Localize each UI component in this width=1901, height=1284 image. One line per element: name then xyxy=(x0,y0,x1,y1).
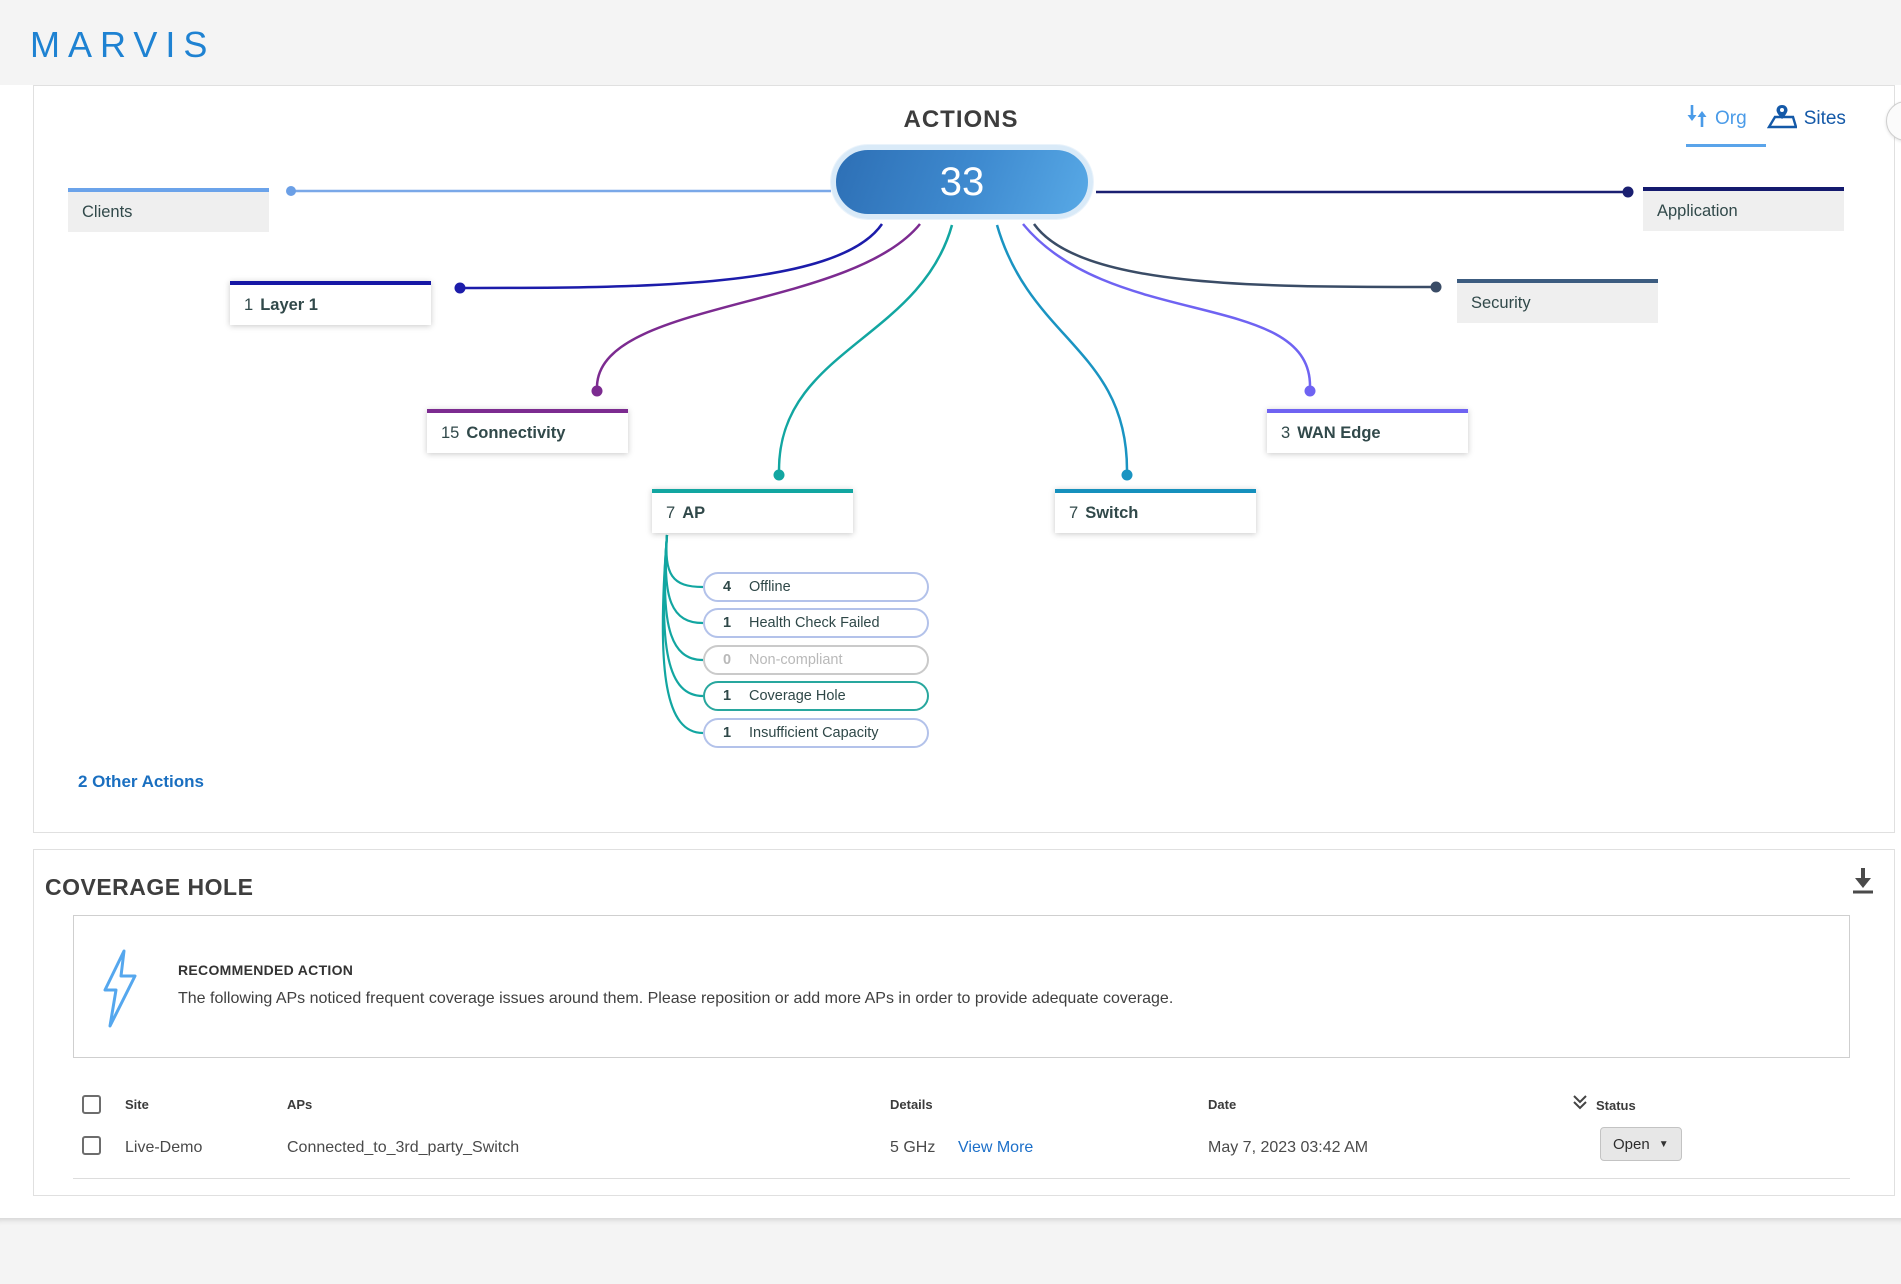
node-label: Application xyxy=(1657,201,1738,220)
sub-action-label: Insufficient Capacity xyxy=(749,725,879,741)
cell-site: Live-Demo xyxy=(125,1139,203,1156)
top-band xyxy=(0,0,1901,85)
sub-action-count: 1 xyxy=(722,725,732,741)
status-open-label: Open xyxy=(1613,1135,1650,1153)
column-header-status-group: Status xyxy=(1572,1094,1636,1116)
node-count: 7 xyxy=(666,503,676,522)
node-label: Security xyxy=(1471,293,1531,312)
actions-heading: ACTIONS xyxy=(903,106,1019,133)
sites-toggle-label: Sites xyxy=(1803,108,1846,129)
sites-map-icon xyxy=(1766,103,1798,135)
node-count: 15 xyxy=(441,423,460,442)
other-actions-link[interactable]: 2 Other Actions xyxy=(78,772,204,791)
bottom-band xyxy=(0,1218,1901,1284)
recommended-action-box xyxy=(73,915,1850,1058)
node-count: 7 xyxy=(1069,503,1079,522)
sub-action-coverage-hole[interactable]: 1 Coverage Hole xyxy=(703,681,929,711)
sub-action-count: 0 xyxy=(722,652,732,668)
sub-action-insufficient-capacity[interactable]: 1 Insufficient Capacity xyxy=(703,718,929,748)
actions-total-pill[interactable]: 33 xyxy=(831,145,1093,219)
sub-action-offline[interactable]: 4 Offline xyxy=(703,572,929,602)
actions-total-count: 33 xyxy=(939,159,985,204)
node-ap[interactable]: 7 AP xyxy=(652,489,853,533)
cell-date: May 7, 2023 03:42 AM xyxy=(1208,1139,1369,1156)
sub-action-health-check-failed[interactable]: 1 Health Check Failed xyxy=(703,608,929,638)
node-label: Layer 1 xyxy=(260,295,318,314)
dropdown-caret-icon: ▼ xyxy=(1658,1138,1669,1150)
node-label: Switch xyxy=(1085,503,1139,522)
node-label: AP xyxy=(682,503,706,522)
row-divider xyxy=(73,1178,1850,1179)
node-wan-edge[interactable]: 3 WAN Edge xyxy=(1267,409,1468,453)
recommended-action-heading: RECOMMENDED ACTION xyxy=(178,962,354,978)
sub-action-count: 1 xyxy=(722,688,732,704)
lightning-bolt-icon xyxy=(98,948,142,1035)
column-header-details: Details xyxy=(890,1097,933,1112)
recommended-action-description: The following APs noticed frequent cover… xyxy=(178,990,1174,1007)
org-toggle-button[interactable]: Org xyxy=(1686,103,1747,135)
sites-toggle-button[interactable]: Sites xyxy=(1766,103,1846,135)
sub-action-label: Offline xyxy=(749,579,791,595)
sub-action-label: Coverage Hole xyxy=(749,688,846,704)
cell-aps: Connected_to_3rd_party_Switch xyxy=(287,1139,520,1156)
column-header-site: Site xyxy=(125,1097,149,1112)
node-count: 1 xyxy=(244,295,254,314)
column-header-date: Date xyxy=(1208,1097,1237,1112)
node-security[interactable]: Security xyxy=(1457,279,1658,323)
view-toggle: Org Sites xyxy=(1686,103,1846,135)
cell-details: 5 GHz xyxy=(890,1139,936,1156)
org-active-underline xyxy=(1686,144,1766,147)
node-application[interactable]: Application xyxy=(1643,187,1844,231)
sub-action-label: Health Check Failed xyxy=(749,615,880,631)
node-connectivity[interactable]: 15 Connectivity xyxy=(427,409,628,453)
column-header-status: Status xyxy=(1596,1097,1636,1113)
node-label: WAN Edge xyxy=(1297,423,1381,442)
download-icon[interactable] xyxy=(1846,864,1880,898)
sub-action-label: Non-compliant xyxy=(749,652,843,668)
status-open-dropdown[interactable]: Open ▼ xyxy=(1600,1127,1682,1161)
sub-action-count: 1 xyxy=(722,615,732,631)
page-title: MARVIS xyxy=(30,24,216,65)
sub-action-count: 4 xyxy=(722,579,732,595)
node-count: 3 xyxy=(1281,423,1291,442)
org-toggle-label: Org xyxy=(1715,108,1747,129)
node-label: Connectivity xyxy=(466,423,566,442)
coverage-hole-title: COVERAGE HOLE xyxy=(45,874,254,900)
sub-action-non-compliant: 0 Non-compliant xyxy=(703,645,929,675)
view-more-link[interactable]: View More xyxy=(958,1139,1034,1156)
node-label: Clients xyxy=(82,202,133,221)
sort-double-chevron-icon[interactable] xyxy=(1572,1094,1588,1116)
org-arrows-icon xyxy=(1686,103,1708,135)
column-header-aps: APs xyxy=(287,1097,313,1112)
node-clients[interactable]: Clients xyxy=(68,188,269,232)
node-layer1[interactable]: 1 Layer 1 xyxy=(230,281,431,325)
row-checkbox[interactable] xyxy=(82,1136,101,1155)
select-all-checkbox[interactable] xyxy=(82,1095,101,1114)
node-switch[interactable]: 7 Switch xyxy=(1055,489,1256,533)
